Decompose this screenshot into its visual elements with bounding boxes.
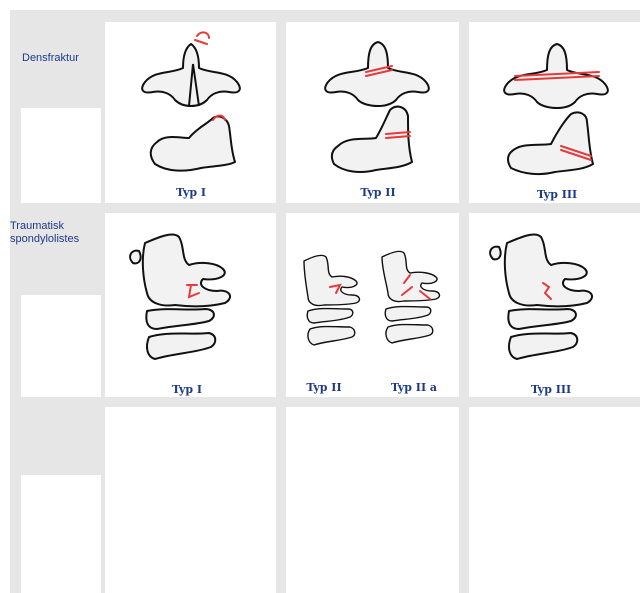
spondylolistes-typ-ii-diagram: Typ II Typ II a [286,213,459,397]
c4-vertebra [386,325,433,344]
dens-typ-ii-diagram: Typ II [286,22,459,203]
caption-typ-ii-a: Typ II a [391,381,437,394]
column-divider [459,10,469,593]
fracture-line [195,32,209,44]
column-divider [276,10,286,593]
row-divider [10,397,640,407]
cell-empty [105,407,276,593]
typ-ii-a-figure [382,251,439,343]
dens-typ-i-diagram: Typ I [105,22,276,203]
row-label-box [21,295,101,397]
cell-empty [286,407,459,593]
c3-vertebra [508,309,576,329]
spondylolistes-typ-iii-diagram: Typ III [469,213,640,397]
c4-vertebra [147,333,215,359]
row-divider [10,203,640,213]
anterior-arch [130,251,140,264]
c2-axis-lateral-view [508,112,593,174]
cell-densfraktur-typ-i: Typ I [105,22,276,203]
caption-typ-i: Typ I [172,383,202,396]
c2-vertebra [304,255,359,305]
spondylolistes-typ-i-diagram: Typ I [105,213,276,397]
anterior-arch [490,247,500,260]
c2-vertebra-lateral [143,235,230,307]
c3-vertebra [146,309,214,329]
cell-spondylolistes-typ-iii: Typ III [469,213,640,397]
c4-vertebra [509,333,577,359]
caption-typ-i: Typ I [176,186,206,199]
c3-vertebra [385,307,431,322]
c2-axis-lateral-view [151,116,235,170]
c3-vertebra [307,309,353,324]
caption-typ-iii: Typ III [537,188,577,201]
row-title-densfraktur: Densfraktur [22,52,102,65]
dens-typ-iii-diagram: Typ III [469,22,640,203]
cell-densfraktur-typ-ii: Typ II [286,22,459,203]
caption-typ-iii: Typ III [531,383,571,396]
caption-typ-ii: Typ II [306,381,341,394]
row-label-box [21,475,101,593]
row-label-box [21,108,101,203]
typ-ii-figure [304,255,359,345]
c2-vertebra [382,251,439,301]
cell-empty [469,407,640,593]
caption-typ-ii: Typ II [360,186,395,199]
c2-axis-lateral-view [332,107,412,172]
row-title-traumatisk-spondylolistes: Traumatisk spondylolistes [10,220,105,246]
cell-spondylolistes-typ-ii: Typ II Typ II a [286,213,459,397]
cell-densfraktur-typ-iii: Typ III [469,22,640,203]
cell-spondylolistes-typ-i: Typ I [105,213,276,397]
c4-vertebra [308,327,355,346]
